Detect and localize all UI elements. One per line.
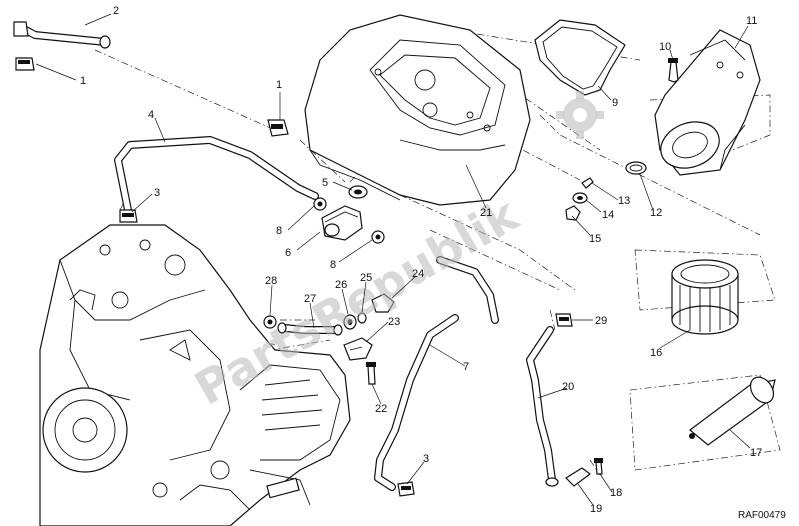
callout-29: 29 [595, 315, 607, 327]
callout-28: 28 [265, 275, 277, 287]
callout-17: 17 [750, 447, 762, 459]
screw-18 [594, 458, 603, 475]
callout-21: 21 [480, 207, 492, 219]
callout-24: 24 [412, 268, 424, 280]
callout-10: 10 [659, 41, 671, 53]
callout-26: 26 [335, 279, 347, 291]
callout-3-upper: 3 [154, 187, 160, 199]
callout-6: 6 [285, 247, 291, 259]
screw-10 [668, 58, 679, 83]
engine-block [39, 224, 351, 526]
callout-14: 14 [602, 209, 614, 221]
callout-18: 18 [610, 487, 622, 499]
callout-27: 27 [304, 293, 316, 305]
callout-8-lower: 8 [330, 259, 336, 271]
clamp-28 [263, 315, 277, 329]
washer-14 [572, 192, 588, 204]
air-filter-16 [671, 259, 739, 335]
callout-15: 15 [589, 233, 601, 245]
drawing-reference-code: RAF00479 [738, 510, 786, 521]
hose-27 [277, 322, 343, 336]
clamp-12 [625, 161, 647, 175]
air-intake-duct [654, 29, 761, 176]
airbox-cover-gasket [534, 19, 626, 96]
callout-1-top: 1 [80, 75, 86, 87]
callout-16: 16 [650, 347, 662, 359]
bracket-23 [343, 337, 373, 361]
leader-lines [35, 13, 751, 506]
grommet-15 [565, 205, 581, 221]
clamp-29 [555, 313, 573, 327]
clamp-1-airbox [267, 119, 289, 137]
callout-20: 20 [562, 381, 574, 393]
callout-5: 5 [322, 177, 328, 189]
drain-hose-7 [374, 256, 499, 491]
callout-2: 2 [113, 5, 119, 17]
intake-funnel-17 [689, 376, 776, 446]
callout-7: 7 [463, 361, 469, 373]
callout-4: 4 [148, 109, 154, 121]
screw-13 [581, 177, 594, 189]
callout-labels: 1 2 1 4 3 5 8 6 8 9 10 11 12 13 14 15 21… [80, 5, 762, 515]
fitting-24 [371, 293, 395, 313]
clamp-3-upper [119, 209, 138, 223]
drain-hose-20 [526, 326, 559, 487]
breather-valve-6 [321, 205, 363, 241]
clamp-8-upper [313, 197, 327, 211]
airbox-housing [304, 14, 531, 206]
callout-25: 25 [360, 272, 372, 284]
clamp-26 [343, 314, 357, 330]
clip-19 [565, 467, 591, 487]
callout-8-upper: 8 [276, 225, 282, 237]
clamp-1-top [15, 57, 35, 71]
callout-1-airbox: 1 [276, 79, 282, 91]
breather-hose-2 [13, 21, 111, 49]
clamp-8-lower [371, 230, 385, 244]
callout-11: 11 [746, 15, 757, 27]
breather-hose-4 [114, 136, 319, 214]
callout-3-lower: 3 [423, 453, 429, 465]
watermark-gear-icon [556, 91, 604, 139]
screw-22 [366, 362, 376, 385]
callout-12: 12 [650, 207, 662, 219]
callout-13: 13 [618, 195, 630, 207]
callout-22: 22 [375, 403, 387, 415]
callout-9: 9 [612, 97, 618, 109]
ring-25 [357, 312, 367, 324]
callout-19: 19 [590, 503, 602, 515]
clamp-3-lower [397, 481, 415, 497]
grommet-5 [348, 185, 368, 199]
callout-23: 23 [388, 316, 400, 328]
